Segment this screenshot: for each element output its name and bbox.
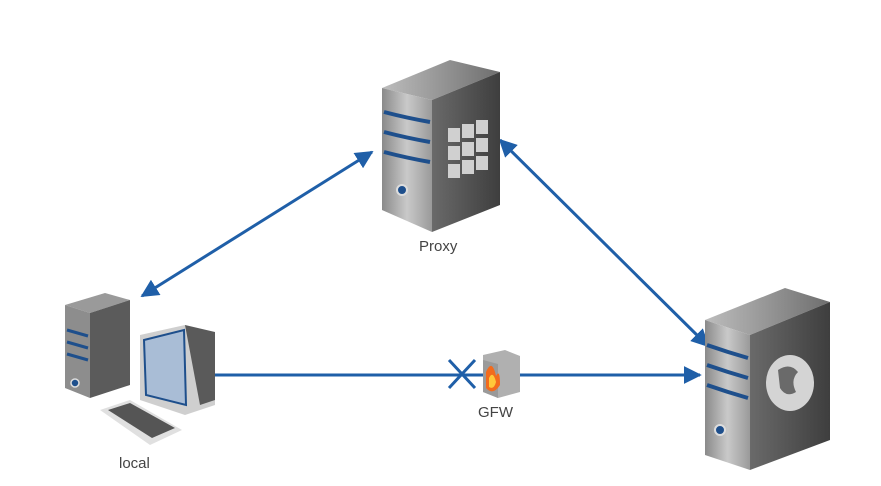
firewall-wall-icon [448, 120, 488, 178]
firewall-icon [483, 350, 520, 398]
web-server-icon[interactable] [705, 288, 830, 470]
blocked-x-icon [447, 358, 477, 390]
gfw-label: GFW [478, 404, 513, 421]
edge-proxy-remote [498, 138, 710, 348]
edge-local-proxy [140, 150, 374, 298]
local-label: local [119, 455, 150, 472]
proxy-server-icon[interactable] [382, 60, 500, 232]
proxy-label: Proxy [419, 238, 458, 255]
globe-icon [766, 355, 814, 411]
local-computer-icon[interactable] [65, 293, 215, 445]
